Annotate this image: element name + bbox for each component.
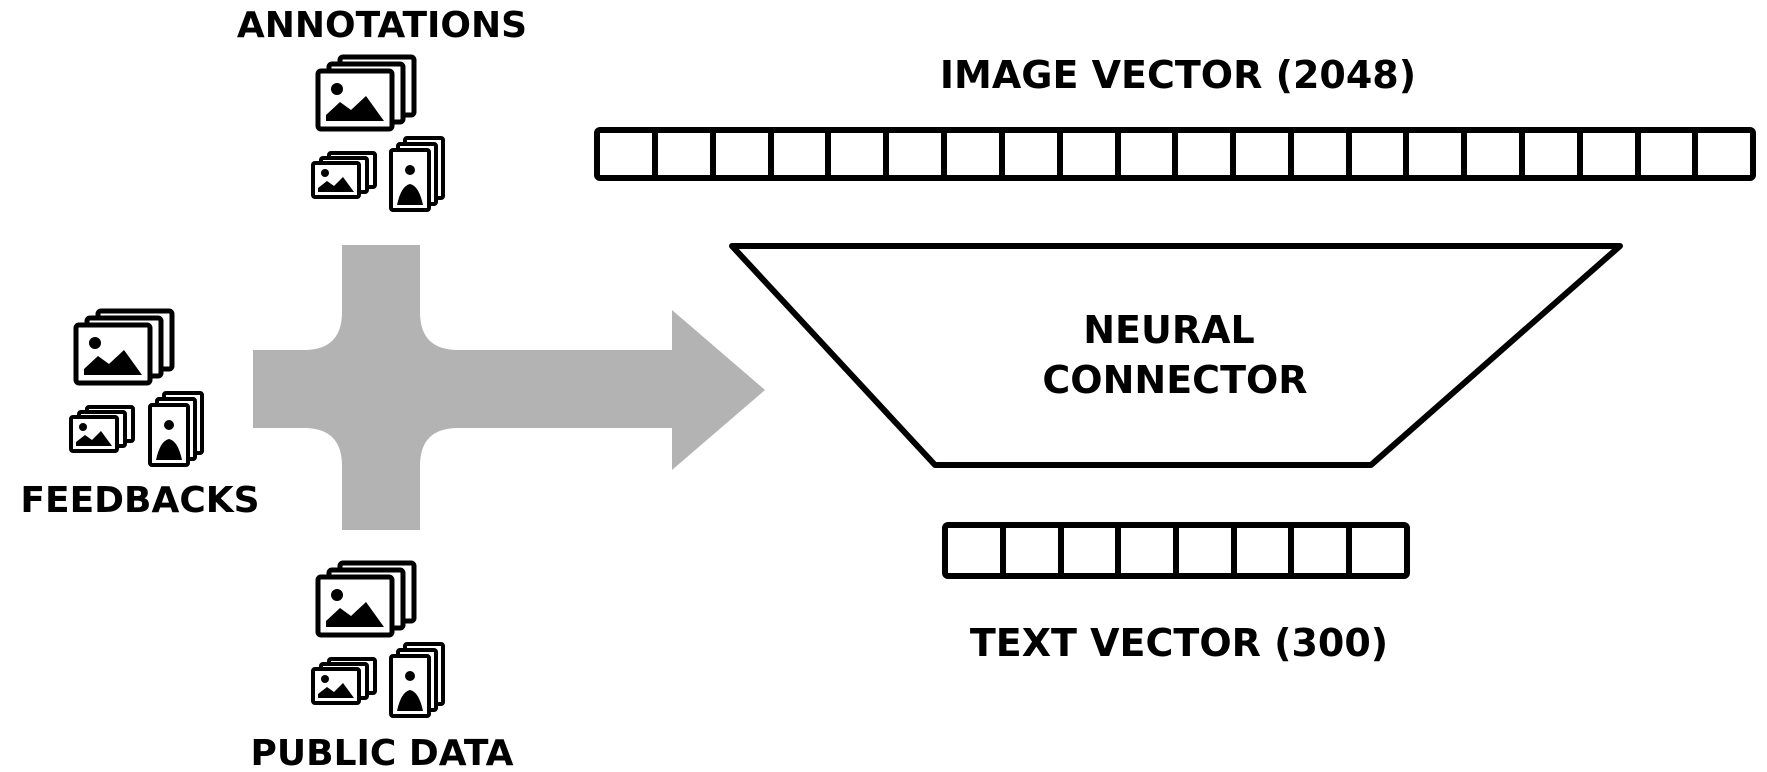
portrait-images-stack-icon <box>389 642 445 718</box>
feedbacks-images-icon <box>69 311 204 467</box>
small-landscape-images-stack-icon <box>311 151 377 199</box>
image-vector-cells <box>594 127 1756 181</box>
neural-connector-label-line1: NEURAL <box>1083 308 1255 352</box>
annotations-images-icon <box>311 57 445 212</box>
merge-arrow-icon <box>253 245 765 530</box>
text-vector-label: TEXT VECTOR (300) <box>970 621 1388 665</box>
small-landscape-images-stack-icon <box>69 405 135 453</box>
portrait-images-stack-icon <box>148 391 204 467</box>
public-data-images-icon <box>311 563 445 718</box>
landscape-images-stack-icon <box>318 563 414 635</box>
landscape-images-stack-icon <box>76 311 172 383</box>
image-vector-label: IMAGE VECTOR (2048) <box>940 53 1416 97</box>
neural-connector-label-line2: CONNECTOR <box>1042 358 1307 402</box>
portrait-images-stack-icon <box>389 136 445 212</box>
neural-connector-shape <box>729 243 1623 468</box>
feedbacks-label: FEEDBACKS <box>20 480 259 521</box>
public-data-label: PUBLIC DATA <box>251 733 514 772</box>
landscape-images-stack-icon <box>318 57 414 129</box>
small-landscape-images-stack-icon <box>311 657 377 705</box>
text-vector-cells <box>942 522 1410 579</box>
annotations-label: ANNOTATIONS <box>237 5 527 46</box>
